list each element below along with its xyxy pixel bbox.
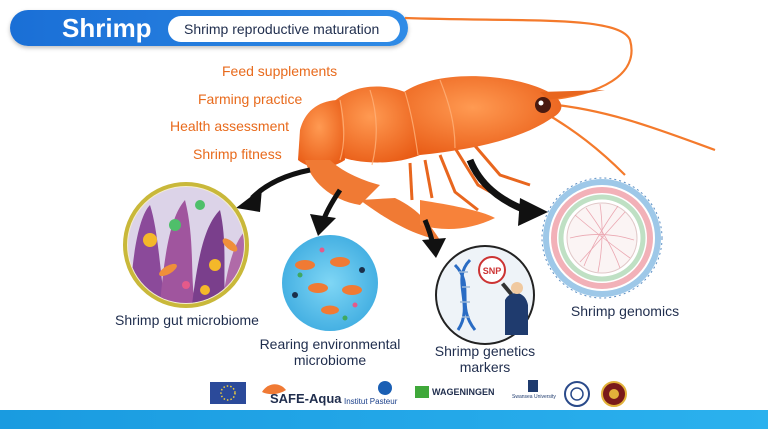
safe-aqua-logo-text: SAFE-Aqua [270,391,342,406]
topic-shrimp-fitness: Shrimp fitness [193,146,282,162]
shrimp-illustration [298,76,605,240]
arrow-to-genetics [422,219,446,258]
swansea-logo [528,380,538,392]
wageningen-logo-text: WAGENINGEN [432,387,495,397]
university-seal-logo [564,381,590,407]
arrow-to-rearing [310,188,343,236]
label-genetics-markers: Shrimp genetics markers [410,343,560,375]
pasteur-logo [378,381,392,395]
pasteur-logo-text: Institut Pasteur [344,397,398,406]
wageningen-logo [415,386,429,398]
topic-farming-practice: Farming practice [198,91,303,107]
arrow-to-gut [236,167,311,212]
eu-flag-logo [210,382,246,404]
institution-seal-logo [601,381,627,407]
subtitle-pill [168,16,400,42]
gut-microbiome-illustration [123,182,249,308]
label-rearing-line1: Rearing environmental [259,336,401,352]
genomics-circos-plot [541,177,663,299]
topic-health-assessment: Health assessment [170,118,290,134]
swansea-logo-text: Swansea University [512,394,556,400]
page-subtitle: Shrimp reproductive maturation [184,21,380,37]
arrow-to-genomics [466,158,548,226]
label-genomics: Shrimp genomics [570,303,680,319]
label-rearing-microbiome: Rearing environmental microbiome [245,336,415,368]
label-gut-microbiome: Shrimp gut microbiome [115,312,259,328]
label-genetics-line2: markers [459,359,511,375]
label-genetics-line1: Shrimp genetics [434,343,536,359]
snp-badge: SNP [483,266,502,276]
footer-bar [0,410,768,429]
safe-aqua-logo [262,384,286,395]
topic-feed-supplements: Feed supplements [222,63,338,79]
shrimp-eye [535,97,551,113]
rearing-microbiome-illustration [282,235,378,331]
genetics-markers-illustration [435,245,535,345]
label-rearing-line2: microbiome [293,352,367,368]
page-title: Shrimp [62,13,152,43]
